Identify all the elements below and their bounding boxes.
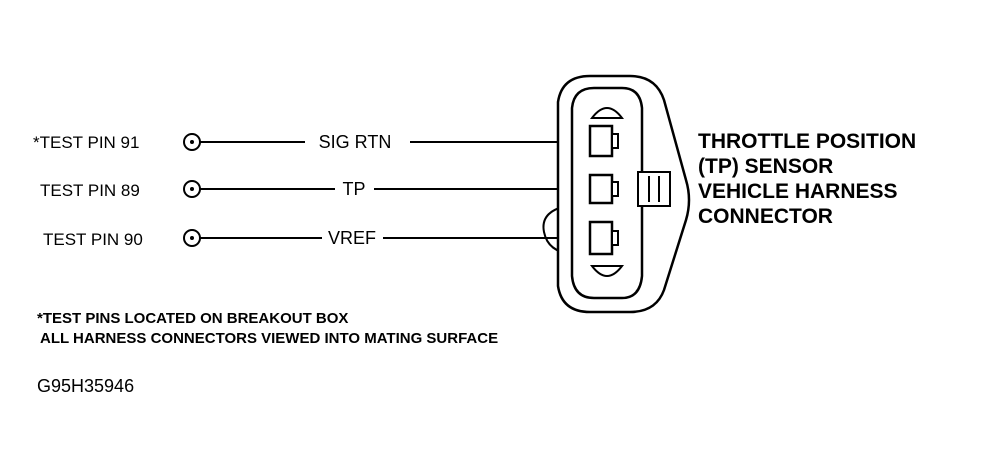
test-pin-91-dot (190, 140, 194, 144)
pin-label-89: TEST PIN 89 (40, 181, 140, 200)
terminal-cavity-vref (588, 220, 614, 256)
pin-row-89: TEST PIN 89 TP (40, 179, 588, 200)
signal-label-vref: VREF (328, 228, 376, 248)
notes: *TEST PINS LOCATED ON BREAKOUT BOX ALL H… (37, 310, 498, 347)
connector-title-line-1: THROTTLE POSITION (698, 130, 916, 153)
pin-label-91: *TEST PIN 91 (33, 133, 139, 152)
connector-title-line-3: VEHICLE HARNESS (698, 180, 898, 203)
note-line-2: ALL HARNESS CONNECTORS VIEWED INTO MATIN… (40, 330, 498, 347)
pin-row-91: *TEST PIN 91 SIG RTN (33, 132, 588, 152)
note-line-1: *TEST PINS LOCATED ON BREAKOUT BOX (37, 310, 348, 327)
connector-keyway-top (589, 107, 625, 119)
connector-title-line-2: (TP) SENSOR (698, 155, 833, 178)
pin-label-90: TEST PIN 90 (43, 230, 143, 249)
signal-label-sigrtn: SIG RTN (319, 132, 392, 152)
terminal-tab-sigrtn (611, 133, 619, 149)
connector-keyway-bottom (589, 265, 625, 277)
signal-label-tp: TP (342, 179, 365, 199)
terminal-tab-tp (611, 181, 619, 197)
tp-sensor-connector (542, 74, 691, 314)
connector-latch (637, 171, 671, 207)
figure-id: G95H35946 (37, 376, 134, 396)
test-pin-90-dot (190, 236, 194, 240)
connector-title: THROTTLE POSITION (TP) SENSOR VEHICLE HA… (698, 130, 916, 228)
connector-title-line-4: CONNECTOR (698, 205, 833, 228)
terminal-cavity-sigrtn (588, 124, 614, 158)
terminal-cavity-tp (588, 173, 614, 205)
pin-row-90: TEST PIN 90 VREF (43, 228, 588, 249)
test-pin-89-dot (190, 187, 194, 191)
terminal-tab-vref (611, 230, 619, 246)
